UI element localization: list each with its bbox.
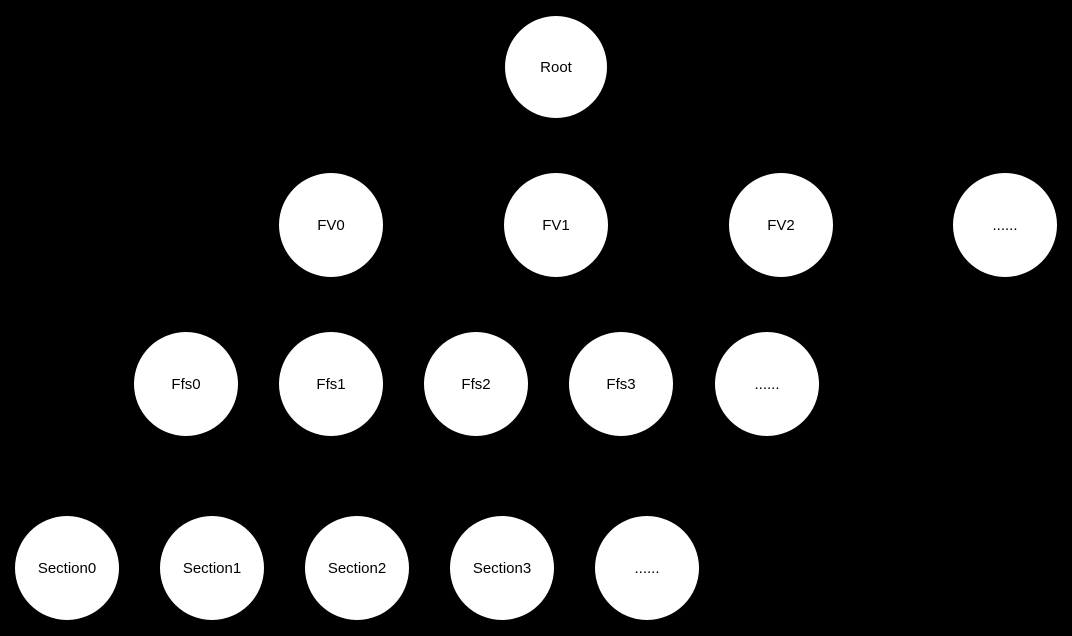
tree-node-label: ...... <box>754 375 780 393</box>
tree-node-section2: Section2 <box>305 516 409 620</box>
tree-node-label: Section0 <box>37 559 97 577</box>
tree-node-label: FV2 <box>767 216 795 234</box>
tree-node-label: Ffs0 <box>171 375 201 393</box>
tree-node-ffs1: Ffs1 <box>279 332 383 436</box>
tree-node-sec-more: ...... <box>595 516 699 620</box>
tree-node-label: FV0 <box>317 216 345 234</box>
tree-node-label: Ffs1 <box>316 375 346 393</box>
tree-node-section0: Section0 <box>15 516 119 620</box>
tree-node-fv2: FV2 <box>729 173 833 277</box>
tree-node-section3: Section3 <box>450 516 554 620</box>
tree-node-label: ...... <box>634 559 660 577</box>
tree-node-label: Section1 <box>182 559 242 577</box>
tree-node-label: Section2 <box>327 559 387 577</box>
tree-node-ffs-more: ...... <box>715 332 819 436</box>
tree-node-section1: Section1 <box>160 516 264 620</box>
tree-node-fv1: FV1 <box>504 173 608 277</box>
tree-node-label: Root <box>540 58 572 76</box>
tree-node-root: Root <box>505 16 607 118</box>
tree-node-fv0: FV0 <box>279 173 383 277</box>
tree-node-label: FV1 <box>542 216 570 234</box>
tree-node-label: ...... <box>992 216 1018 234</box>
tree-node-ffs2: Ffs2 <box>424 332 528 436</box>
tree-node-label: Ffs2 <box>461 375 491 393</box>
tree-node-fv-more: ...... <box>953 173 1057 277</box>
tree-node-label: Section3 <box>472 559 532 577</box>
tree-node-ffs3: Ffs3 <box>569 332 673 436</box>
tree-node-ffs0: Ffs0 <box>134 332 238 436</box>
tree-node-label: Ffs3 <box>606 375 636 393</box>
